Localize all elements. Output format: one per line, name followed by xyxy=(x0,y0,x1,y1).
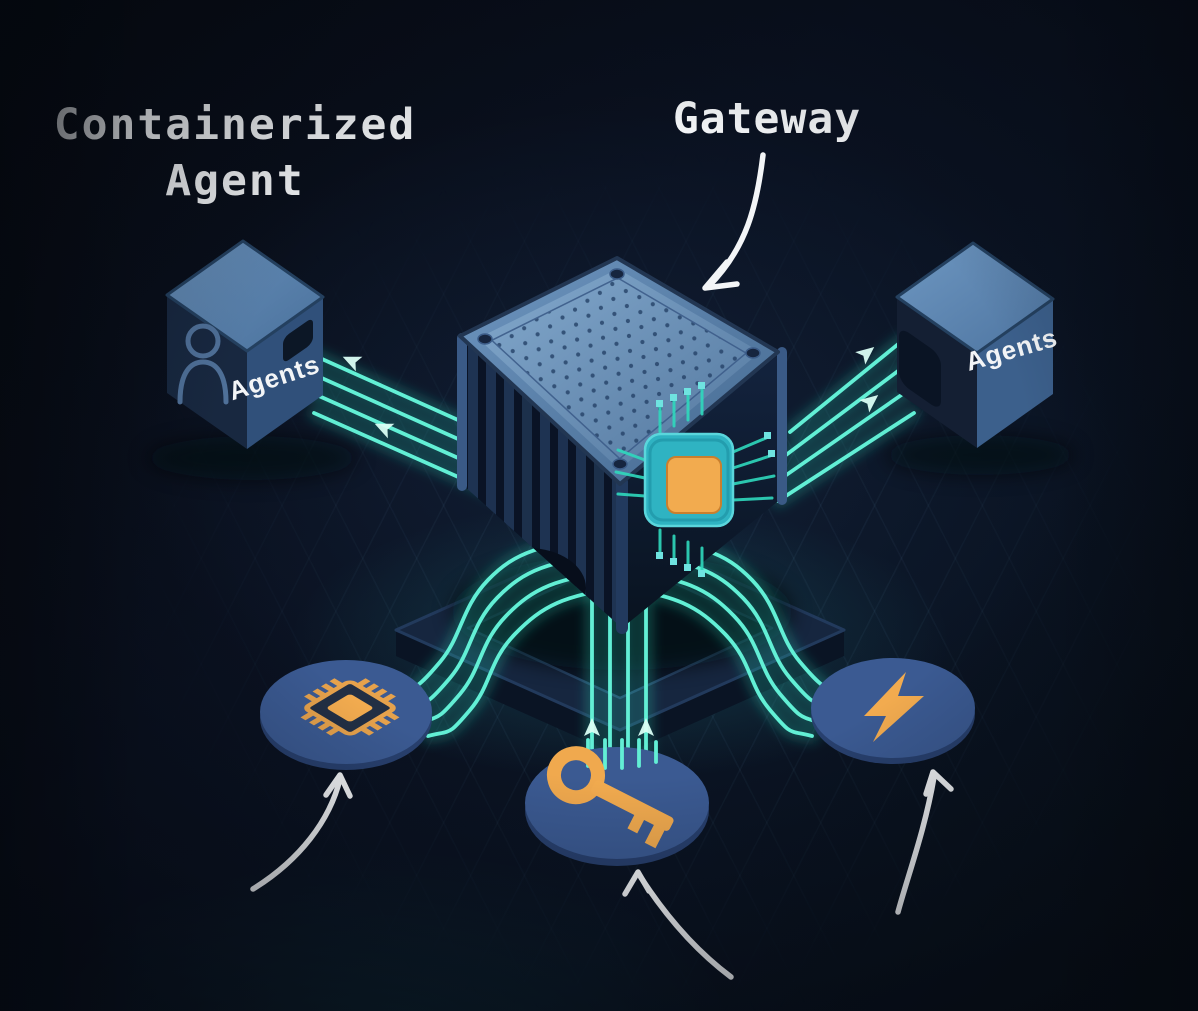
screw xyxy=(477,333,493,345)
power-arrow xyxy=(895,769,954,915)
key-arrow xyxy=(622,869,734,980)
screw xyxy=(612,458,628,470)
screw xyxy=(609,268,625,280)
gateway-arrow xyxy=(702,152,766,291)
right-agent-cube: Agents xyxy=(885,241,1075,475)
power-node xyxy=(811,658,975,764)
cpu-arrow xyxy=(250,772,353,892)
gateway-label: Gateway xyxy=(672,94,862,144)
containerized-agent-label: Containerized Agent xyxy=(53,100,417,206)
screw xyxy=(745,347,761,359)
connection-right-cube xyxy=(772,335,920,507)
cpu-node xyxy=(260,660,432,770)
